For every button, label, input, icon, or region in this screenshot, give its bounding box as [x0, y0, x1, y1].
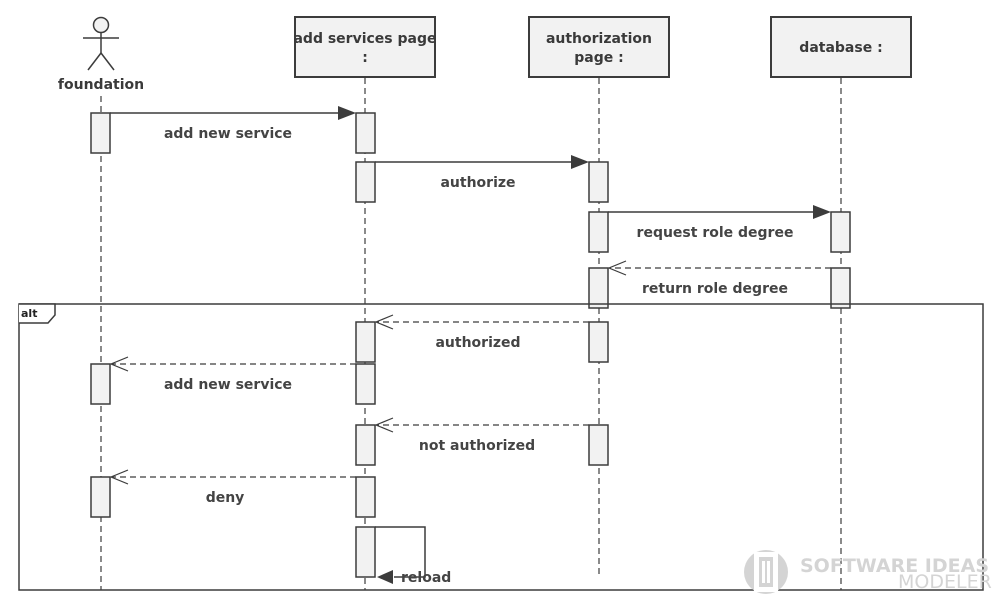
activation-bar — [355, 112, 376, 154]
watermark: SOFTWARE IDEAS MODELER — [744, 550, 992, 594]
message-deny[interactable]: deny — [109, 469, 356, 506]
activation-bar — [355, 526, 376, 578]
open-arrow-icon — [374, 417, 394, 433]
participant-label-line2: : — [362, 50, 368, 66]
actor-left-leg-icon — [87, 52, 102, 71]
activation-bar — [355, 321, 376, 363]
message-request-role-degree[interactable]: request role degree — [608, 205, 831, 241]
alt-fragment-tab — [19, 303, 56, 324]
alt-fragment-label: alt — [21, 307, 37, 320]
activation-bar — [588, 424, 609, 466]
participant-label-line2: page : — [574, 50, 623, 66]
alt-fragment: alt — [18, 303, 984, 591]
message-label: authorize — [440, 175, 515, 191]
actor-right-leg-icon — [100, 52, 115, 71]
activation-bar — [355, 363, 376, 405]
message-return-role-degree[interactable]: return role degree — [607, 260, 831, 297]
open-arrow-icon — [607, 260, 627, 276]
actor-head-icon — [92, 16, 110, 34]
message-label: return role degree — [642, 281, 788, 297]
alt-fragment-frame — [18, 303, 984, 591]
watermark-line2: MODELER — [898, 571, 992, 593]
activation-bar — [355, 424, 376, 466]
actor-label: foundation — [58, 77, 144, 93]
message-add-new-service[interactable]: add new service — [110, 106, 356, 142]
watermark-logo-icon — [744, 550, 788, 594]
open-arrow-icon — [109, 356, 129, 372]
watermark-line1: SOFTWARE IDEAS — [800, 555, 989, 577]
participant-label-line1: add services page — [293, 31, 436, 47]
participant-box — [528, 16, 670, 78]
message-not-authorized[interactable]: not authorized — [374, 417, 589, 454]
message-authorized[interactable]: authorized — [374, 314, 589, 351]
message-label: authorized — [435, 335, 520, 351]
message-add-new-service-return[interactable]: add new service — [109, 356, 356, 393]
message-label: add new service — [164, 377, 292, 393]
activation-bar — [90, 112, 111, 154]
participant-authorization-page[interactable]: authorization page : — [528, 16, 670, 78]
message-label: reload — [401, 570, 451, 586]
activation-bar — [355, 476, 376, 518]
activation-bar — [588, 321, 609, 363]
activation-bar — [588, 267, 609, 309]
open-arrow-icon — [374, 314, 394, 330]
message-label: deny — [206, 490, 245, 506]
actor-foundation[interactable]: foundation — [58, 16, 144, 94]
filled-arrow-icon — [377, 570, 393, 584]
activation-bar — [90, 363, 111, 405]
participant-label-line1: authorization — [546, 31, 652, 47]
participant-label: database : — [799, 40, 882, 56]
participant-database[interactable]: database : — [770, 16, 912, 78]
message-label: not authorized — [419, 438, 535, 454]
filled-arrow-icon — [813, 205, 831, 219]
filled-arrow-icon — [338, 106, 356, 120]
message-label: request role degree — [637, 225, 794, 241]
activation-bar — [588, 211, 609, 253]
activation-bar — [90, 476, 111, 518]
open-arrow-icon — [109, 469, 129, 485]
participant-box — [770, 16, 912, 78]
activation-bar — [355, 161, 376, 203]
activation-bar — [830, 211, 851, 253]
participant-add-services-page[interactable]: add services page : — [293, 16, 437, 78]
message-authorize[interactable]: authorize — [375, 155, 589, 191]
activation-bar — [588, 161, 609, 203]
activation-bar — [830, 267, 851, 309]
self-message-line — [375, 526, 426, 578]
message-label: add new service — [164, 126, 292, 142]
filled-arrow-icon — [571, 155, 589, 169]
message-reload[interactable]: reload — [375, 526, 451, 586]
participant-box — [294, 16, 436, 78]
